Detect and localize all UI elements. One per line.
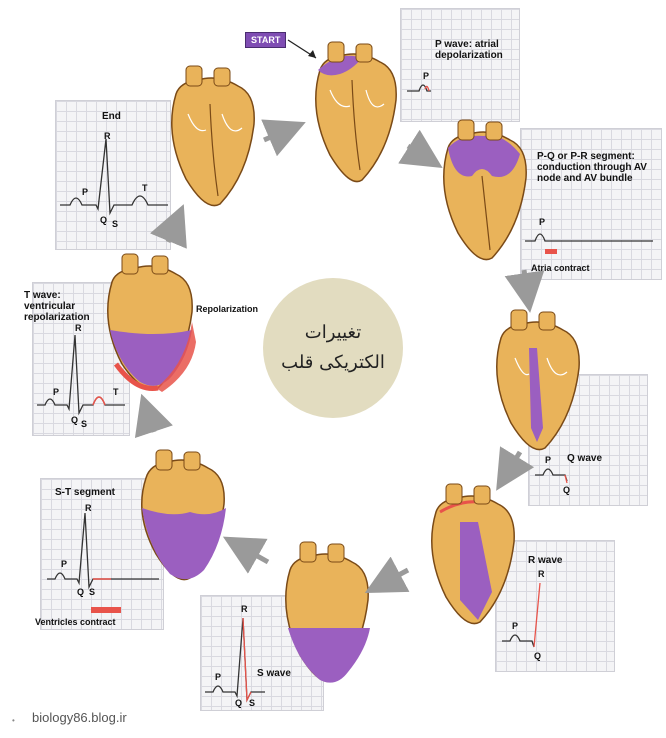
footer-watermark: biology86.blog.ir [32, 710, 127, 725]
footer-bullet: • [12, 716, 15, 725]
